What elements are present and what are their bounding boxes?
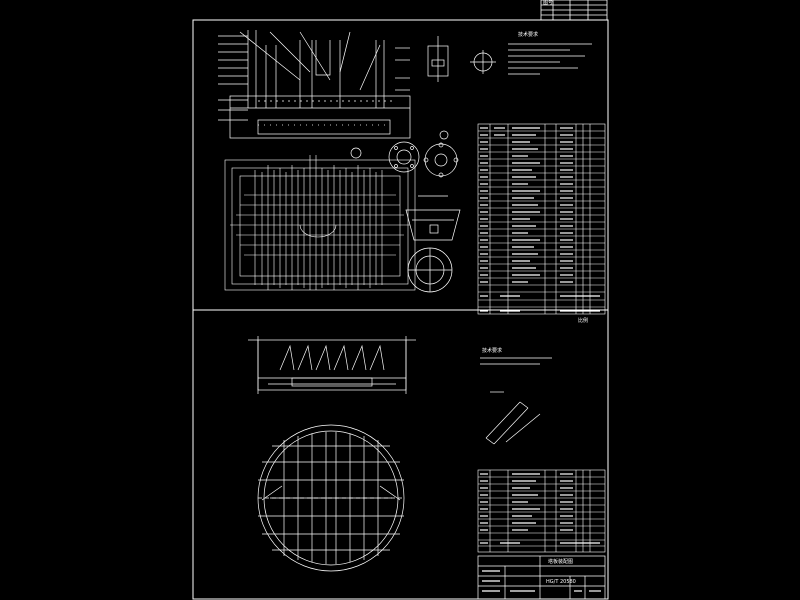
parts-list-upper-text [480,127,600,312]
title-block-name: 塔板装配图 [548,558,573,565]
notes-title-upper: 技术要求 [518,31,538,38]
technical-notes-upper: 技术要求 [508,31,592,75]
title-block-code: HG/T 20580 [546,579,576,585]
detail-section-a [427,36,496,82]
inclined-fin-detail [485,391,541,445]
lower-circular-plan [257,424,405,572]
title-block [477,555,606,600]
technical-notes-lower: 技术要求 [480,347,552,365]
title-block-text [482,570,601,592]
lower-elevation-view [248,336,416,394]
parts-list-lower-text [480,473,600,544]
plan-view-bars [224,155,416,291]
cone-detail [405,195,461,293]
corner-label: 图号 [543,0,553,6]
scale-mark: 比例 [578,317,588,324]
parts-list-upper [477,123,606,315]
corner-revision-table [540,0,608,21]
flange-views [350,130,459,178]
parts-list-lower [477,469,606,553]
sheet-border [192,19,609,600]
upper-elevation-view [218,30,411,139]
notes-title-lower: 技术要求 [482,347,502,354]
